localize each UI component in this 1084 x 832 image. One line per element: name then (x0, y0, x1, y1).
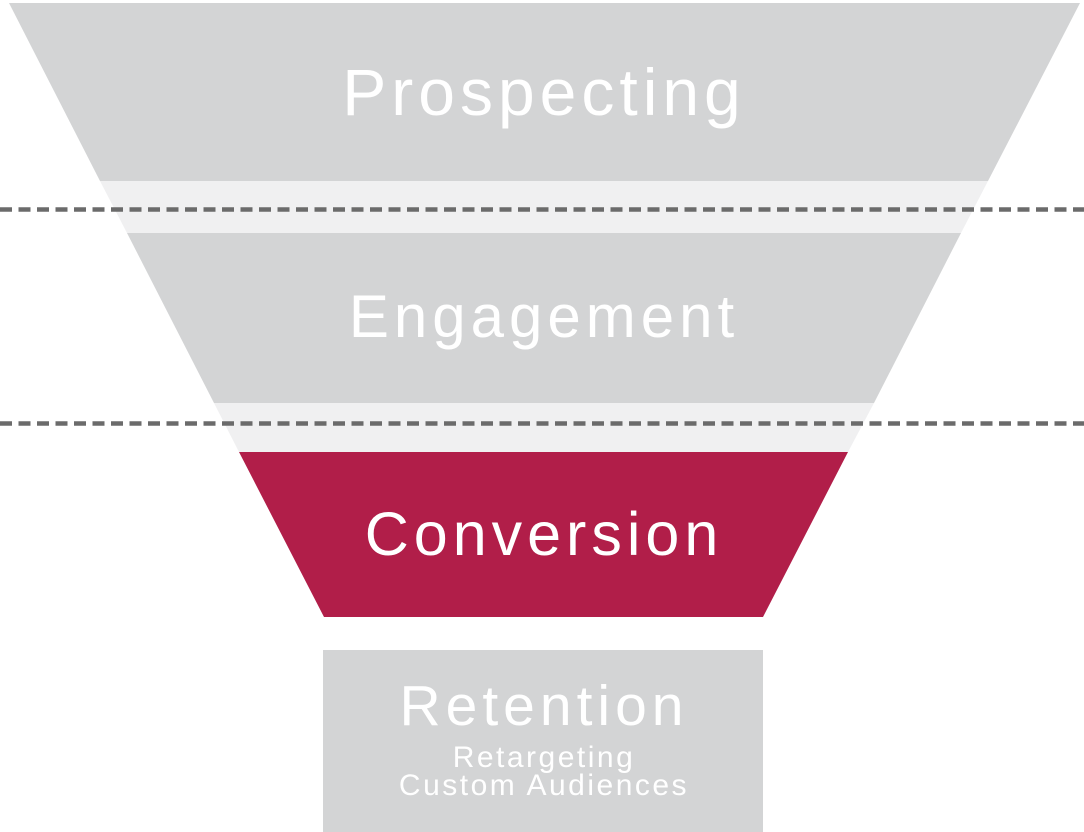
funnel-stage-prospecting-shape (9, 3, 1080, 181)
funnel-stage-conversion-shape (239, 452, 848, 617)
funnel-gap-band-1 (100, 181, 988, 233)
stage-label-engagement: Engagement (349, 283, 739, 350)
funnel-gap-band-2 (214, 403, 874, 452)
stage-sublabel-retargeting: Retargeting (453, 741, 636, 774)
stage-label-conversion: Conversion (365, 500, 724, 568)
stage-label-retention: Retention (399, 674, 688, 738)
stage-label-prospecting: Prospecting (342, 55, 746, 129)
funnel-stage-engagement-shape (127, 233, 961, 403)
funnel-stage-retention-shape (323, 650, 763, 832)
stage-sublabel-custom-audiences: Custom Audiences (399, 769, 689, 802)
